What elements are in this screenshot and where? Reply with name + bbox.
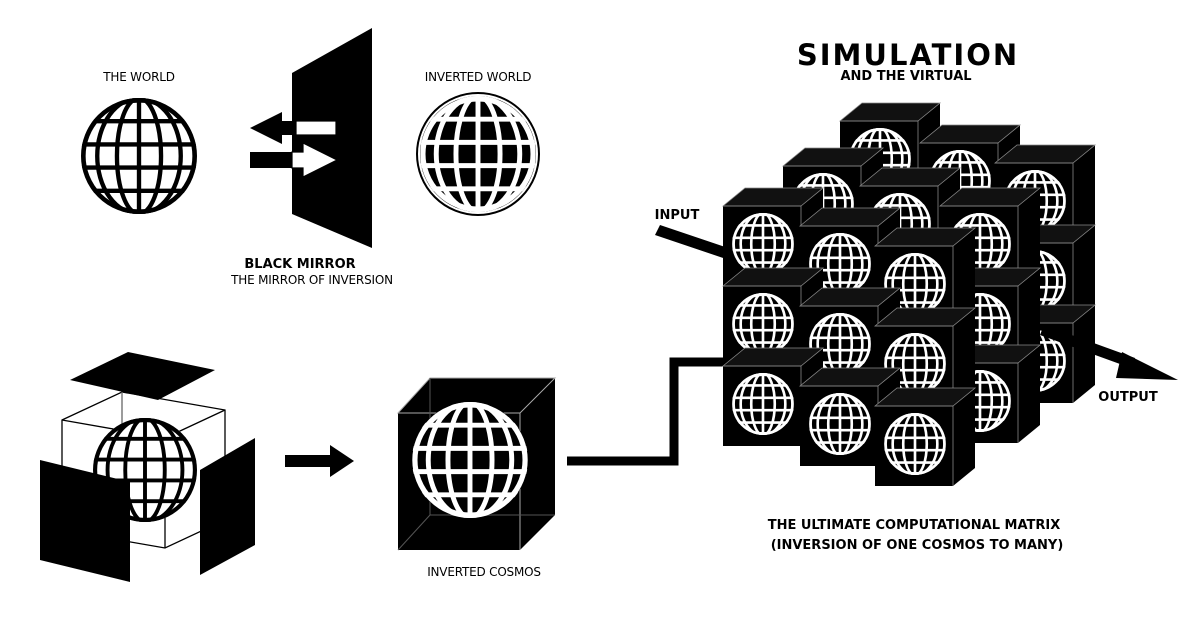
world-globe-icon — [81, 98, 197, 214]
label-inverted-world: INVERTED WORLD — [424, 70, 532, 84]
label-matrix-line2: (INVERSION OF ONE COSMOS TO MANY) — [770, 538, 1064, 553]
label-input: INPUT — [654, 208, 700, 223]
right-arrow-icon — [285, 445, 354, 477]
inverted-world-globe-icon — [420, 96, 536, 212]
input-arrow — [655, 225, 740, 262]
title-simulation: SIMULATION — [796, 38, 1020, 72]
label-the-world: THE WORLD — [103, 70, 175, 84]
label-inverted-cosmos: INVERTED COSMOS — [427, 565, 541, 579]
mirror-arrows — [250, 112, 339, 178]
exploded-cube — [40, 352, 255, 582]
title-and-the-virtual: AND THE VIRTUAL — [840, 69, 972, 84]
inverted-cosmos-cube — [396, 377, 557, 551]
black-mirror-panel — [292, 28, 372, 248]
computational-matrix — [723, 103, 1095, 486]
label-matrix-line1: THE ULTIMATE COMPUTATIONAL MATRIX — [767, 518, 1061, 533]
label-black-mirror: BLACK MIRROR — [244, 257, 356, 272]
label-output: OUTPUT — [1098, 390, 1158, 405]
cosmos-globe-icon — [412, 402, 528, 518]
output-arrow — [1040, 325, 1178, 380]
connector-line — [567, 357, 728, 466]
label-black-mirror-sub: THE MIRROR OF INVERSION — [231, 273, 393, 287]
